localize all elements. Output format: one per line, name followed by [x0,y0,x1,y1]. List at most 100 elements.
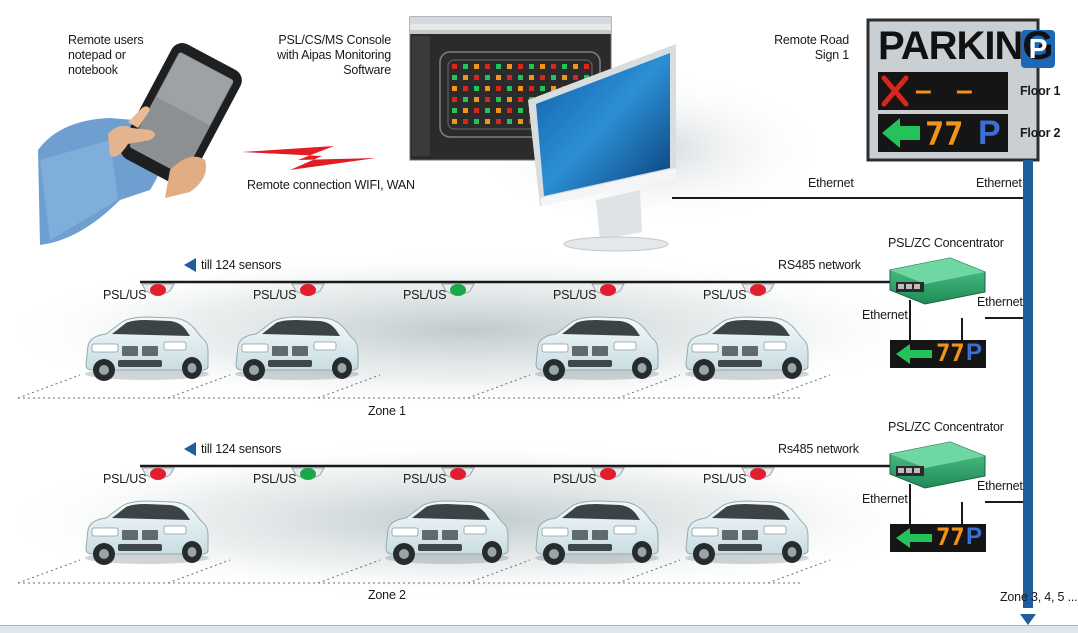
console-parking-dot [474,97,479,102]
floor2-led-p: P [978,114,1001,152]
console-parking-dot [485,108,490,113]
console-parking-dot [540,75,545,80]
parking-sign-p-icon: P [1028,33,1048,64]
console-parking-dot [518,75,523,80]
zone2-led-sign [890,524,986,552]
zone2-parking-lines [17,559,831,584]
console-parking-dot [507,97,512,102]
zone2-sensor-4-label: PSL/US [553,472,597,486]
zone2-sensor-1-red-icon [141,467,175,480]
zone2-ethernet-label-left: Ethernet [862,492,908,506]
zone1-label: Zone 1 [368,404,406,418]
zone1-parking-lines [17,374,831,399]
floor2-led-count: 77 [925,115,964,153]
console-parking-dot [452,97,457,102]
console-parking-dot [496,119,501,124]
console-parking-dot [507,64,512,69]
remote-road-sign-label: Remote Road Sign 1 [774,33,849,62]
console-parking-dot [518,64,523,69]
ethernet-backbone [1023,160,1033,608]
console-parking-dot [485,119,490,124]
zone1-sensor-5-red-icon [741,283,775,296]
console-parking-dot [540,64,545,69]
remote-connection-label: Remote connection WIFI, WAN [247,178,415,192]
zone1-sensor-5-label: PSL/US [703,288,747,302]
zone1-concentrator-label: PSL/ZC Concentrator [888,236,1004,250]
zone1-ethernet-links [909,300,1023,340]
zone1-sensor-4-red-icon [591,283,625,296]
zones-more-label: Zone 3, 4, 5 ... [1000,590,1078,604]
monitor-icon [528,44,676,252]
console-label: PSL/CS/MS Console with Aipas Monitoring … [277,33,391,77]
window-taskbar [0,625,1078,633]
console-parking-dot [584,75,589,80]
zone2-sensor-2-label: PSL/US [253,472,297,486]
console-parking-dot [540,86,545,91]
zone2-sensors [141,467,775,480]
console-parking-dot [518,97,523,102]
console-parking-dot [485,86,490,91]
zone1-ethernet-label-left: Ethernet [862,308,908,322]
ethernet-label-monitor: Ethernet [808,176,854,190]
console-parking-dot [452,119,457,124]
zone1-sensor-4-label: PSL/US [553,288,597,302]
console-parking-dot [551,86,556,91]
zone1-sensor-2-red-icon [291,283,325,296]
console-parking-dot [463,119,468,124]
zone2-ethernet-label-right: Ethernet [977,479,1023,493]
zone2-direction-arrow-icon [184,442,196,456]
zone2-concentrator-icon [889,441,986,489]
console-parking-dot [463,108,468,113]
zone2-sensor-3-label: PSL/US [403,472,447,486]
console-parking-dot [507,86,512,91]
console-parking-dot [463,86,468,91]
console-parking-dot [463,64,468,69]
zone2-sensor-1-label: PSL/US [103,472,147,486]
zone1-till-sensors-label: till 124 sensors [201,258,282,272]
console-parking-dot [496,75,501,80]
zone1-led-sign [890,340,986,368]
zone1-led-p: P [966,339,982,366]
console-parking-dot [463,75,468,80]
console-parking-dot [452,86,457,91]
console-parking-dot [529,86,534,91]
console-parking-dot [452,108,457,113]
remote-users-label: Remote users notepad or notebook [68,33,144,77]
parking-sign-title: PARKING [878,24,1053,68]
zone1-sensor-1-red-icon [141,283,175,296]
floor2-label: Floor 2 [1020,126,1061,140]
console-parking-dot [518,119,523,124]
console-parking-dot [551,75,556,80]
zone2-sensor-3-red-icon [441,467,475,480]
console-parking-dot [496,108,501,113]
ethernet-label-sign: Ethernet [976,176,1022,190]
zone2-sensor-5-label: PSL/US [703,472,747,486]
floor1-x-icon [881,75,909,107]
zone1-led-count: 77 [936,339,965,367]
console-parking-dot [529,64,534,69]
zone1-sensor-3-green-icon [441,283,475,296]
zone1-sensor-1-label: PSL/US [103,288,147,302]
console-parking-dot [518,108,523,113]
zone1-sensor-2-label: PSL/US [253,288,297,302]
console-parking-dot [474,86,479,91]
console-parking-dot [496,64,501,69]
console-parking-dot [485,97,490,102]
zone2-concentrator-label: PSL/ZC Concentrator [888,420,1004,434]
floor1-label: Floor 1 [1020,84,1061,98]
console-parking-dot [452,75,457,80]
console-parking-dot [507,108,512,113]
zone2-led-count: 77 [936,523,965,551]
zone1-concentrator-icon [889,257,986,305]
zone2-sensor-5-red-icon [741,467,775,480]
console-parking-dot [474,64,479,69]
zone1-sensors [141,283,775,296]
console-parking-dot [507,119,512,124]
console-parking-dot [485,75,490,80]
console-parking-dot [496,86,501,91]
zone-continue-arrow-icon [1020,614,1036,625]
zone2-label: Zone 2 [368,588,406,602]
console-parking-dot [452,64,457,69]
